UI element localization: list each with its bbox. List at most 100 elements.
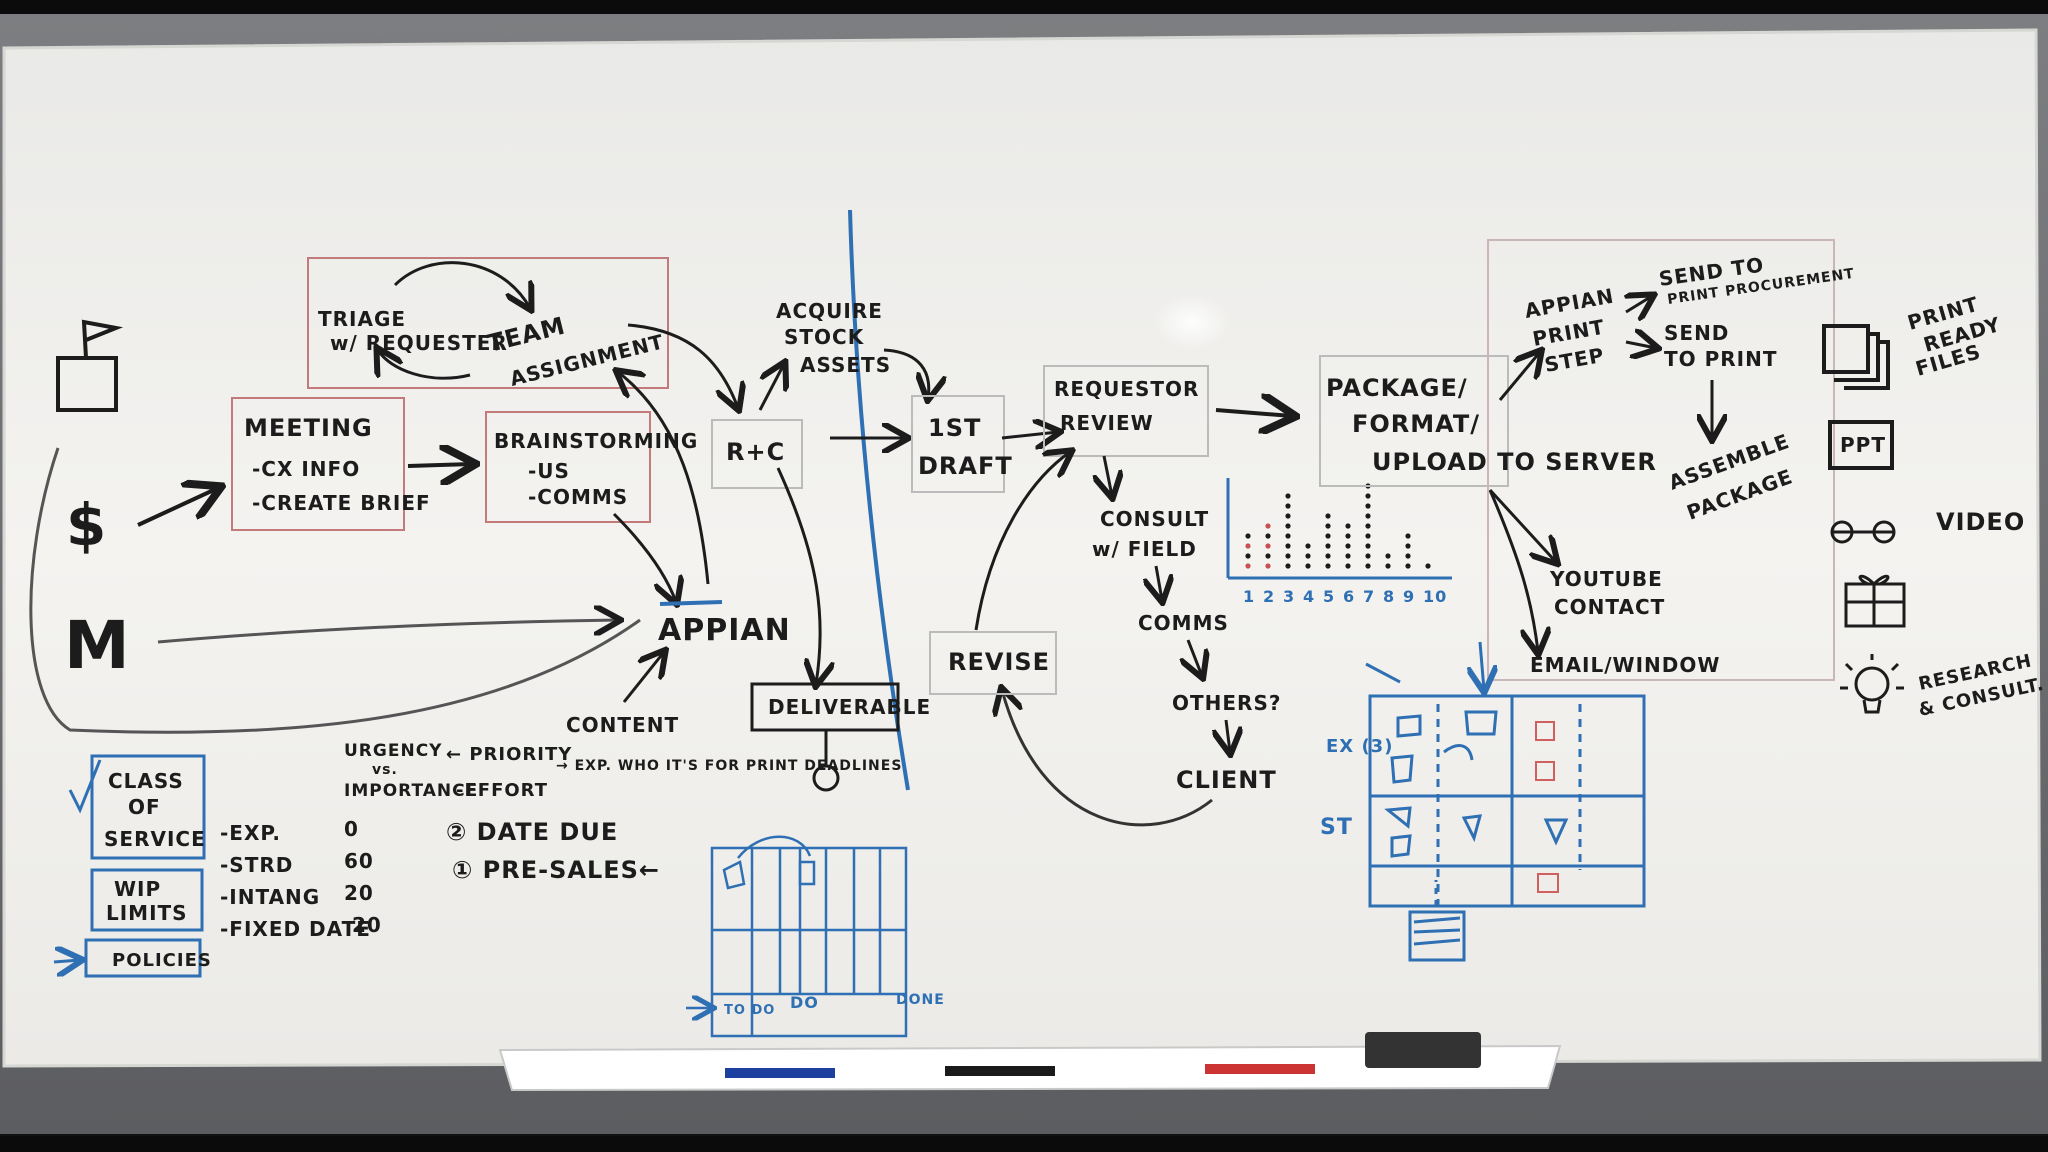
meeting-item-1: -CX INFO — [252, 457, 360, 481]
light-glare — [1154, 294, 1230, 350]
chart-dot — [1405, 533, 1410, 538]
urgency-vs: vs. — [372, 762, 398, 778]
svg-text:CONTACT: CONTACT — [1554, 595, 1665, 619]
kanban-left-do: DO — [790, 993, 819, 1012]
svg-text:REVIEW: REVIEW — [1060, 411, 1154, 435]
svg-text:1ST: 1ST — [928, 414, 981, 442]
chart-dot — [1285, 503, 1290, 508]
meeting-arrow — [408, 464, 472, 466]
chart-dot — [1345, 533, 1350, 538]
chart-dot — [1345, 543, 1350, 548]
whiteboard — [4, 30, 2040, 1066]
chart-dot — [1305, 543, 1310, 548]
kanban-left-todo: TO DO — [724, 1003, 775, 1018]
chart-dot — [1285, 533, 1290, 538]
blue-marker — [725, 1068, 835, 1078]
chart-dot — [1405, 563, 1410, 568]
meeting-title: MEETING — [244, 414, 373, 442]
chart-dot — [1365, 553, 1370, 558]
svg-text:ACQUIRE: ACQUIRE — [776, 299, 883, 323]
svg-text:w/ FIELD: w/ FIELD — [1092, 537, 1197, 561]
dollar-input: $ — [66, 491, 107, 559]
chart-dot — [1245, 553, 1250, 558]
svg-text:YOUTUBE: YOUTUBE — [1549, 567, 1663, 591]
appian-underline — [660, 602, 722, 604]
svg-text:ASSETS: ASSETS — [800, 353, 891, 377]
chart-dot — [1325, 513, 1330, 518]
chart-dot — [1345, 523, 1350, 528]
svg-text:TRIAGE: TRIAGE — [318, 307, 406, 331]
red-marker — [1205, 1064, 1315, 1074]
class-value: 20 — [344, 881, 374, 905]
kanban-row-st: ST — [1320, 815, 1353, 840]
black-marker — [945, 1066, 1055, 1076]
chart-dot — [1265, 533, 1270, 538]
chart-tick-label: 6 — [1343, 587, 1355, 606]
chart-dot — [1365, 523, 1370, 528]
kanban-left-done: DONE — [896, 992, 945, 1008]
class-name: -FIXED DATE — [220, 917, 371, 941]
svg-text:CLASS: CLASS — [108, 769, 184, 793]
chart-tick-label: 5 — [1323, 587, 1335, 606]
urgency-label: URGENCY — [344, 741, 442, 761]
brainstorm-item-2: -COMMS — [528, 485, 628, 509]
chart-dot — [1265, 543, 1270, 548]
svg-text:LIMITS: LIMITS — [106, 901, 188, 925]
chart-dot — [1365, 533, 1370, 538]
chart-tick-label: 9 — [1403, 587, 1415, 606]
effort-label: -EFFORT — [456, 780, 548, 801]
chart-dot — [1405, 543, 1410, 548]
appian-label: APPIAN — [658, 613, 791, 648]
chart-dot — [1285, 493, 1290, 498]
chart-dot — [1365, 503, 1370, 508]
chart-dot — [1365, 543, 1370, 548]
client-label: CLIENT — [1176, 766, 1277, 794]
others-label: OTHERS? — [1172, 691, 1281, 715]
class-name: -EXP. — [220, 821, 281, 845]
chart-dot — [1425, 563, 1430, 568]
chart-dot — [1285, 563, 1290, 568]
svg-text:OF: OF — [128, 795, 161, 819]
class-value: 60 — [344, 849, 374, 873]
chart-dot — [1305, 553, 1310, 558]
chart-tick-label: 2 — [1263, 587, 1275, 606]
chart-dot — [1385, 553, 1390, 558]
deliverable-label: DELIVERABLE — [768, 695, 931, 719]
m-input: M — [64, 607, 131, 684]
chart-dot — [1325, 533, 1330, 538]
chart-dot — [1365, 513, 1370, 518]
chart-dot — [1405, 553, 1410, 558]
chart-tick-label: 10 — [1423, 587, 1447, 606]
svg-text:PPT: PPT — [1840, 433, 1886, 457]
chart-tick-label: 4 — [1303, 587, 1315, 606]
chart-dot — [1265, 553, 1270, 558]
chart-dot — [1245, 543, 1250, 548]
chart-dot — [1365, 493, 1370, 498]
kanban-row-ex: EX (3) — [1326, 736, 1393, 757]
chart-dot — [1245, 563, 1250, 568]
svg-text:CONSULT: CONSULT — [1100, 507, 1209, 531]
chart-dot — [1285, 523, 1290, 528]
priority-note: → EXP. WHO IT'S FOR PRINT DEADLINES — [556, 758, 902, 774]
class-name: -INTANG — [220, 885, 320, 909]
policies-arrow — [54, 960, 80, 962]
chart-dot — [1285, 553, 1290, 558]
svg-text:SEND: SEND — [1664, 321, 1729, 345]
svg-text:SERVICE: SERVICE — [104, 827, 206, 851]
chart-dot — [1345, 563, 1350, 568]
video-label: VIDEO — [1936, 508, 2025, 536]
class-name: -STRD — [220, 853, 293, 877]
content-label: CONTENT — [566, 713, 679, 737]
rc-label: R+C — [726, 438, 785, 466]
chart-dot — [1345, 553, 1350, 558]
chart-dot — [1245, 533, 1250, 538]
chart-dot — [1265, 563, 1270, 568]
chart-tick-label: 7 — [1363, 587, 1375, 606]
pre-sales-label: ① PRE-SALES← — [452, 856, 660, 884]
email-label: EMAIL/WINDOW — [1530, 653, 1720, 677]
svg-text:REQUESTOR: REQUESTOR — [1054, 377, 1199, 401]
svg-text:UPLOAD TO SERVER: UPLOAD TO SERVER — [1372, 448, 1657, 476]
chart-dot — [1285, 513, 1290, 518]
policies-label: POLICIES — [112, 950, 212, 971]
meeting-item-2: -CREATE BRIEF — [252, 491, 431, 515]
